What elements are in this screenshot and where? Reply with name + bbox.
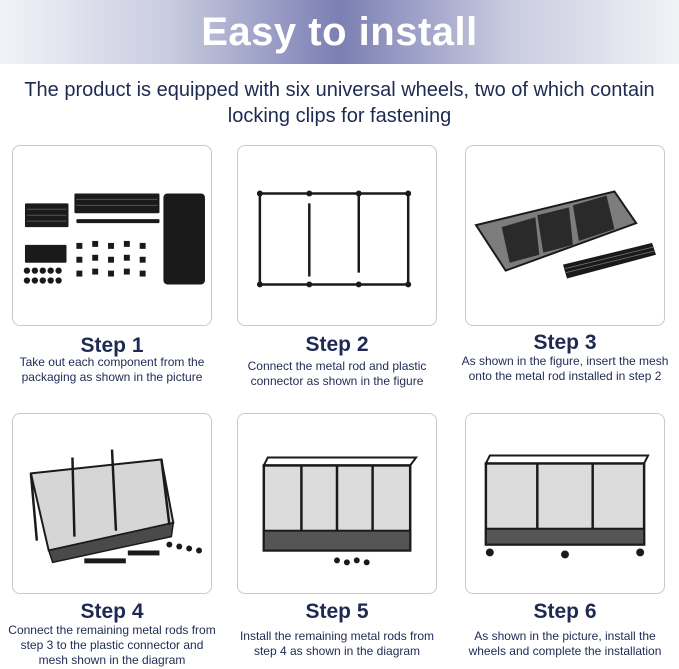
step-6-title: Step 6 (533, 600, 597, 623)
page-title: Easy to install (201, 9, 478, 54)
step-5-title: Step 5 (305, 600, 369, 623)
step-2-title: Step 2 (305, 333, 369, 356)
step-6-description: As shown in the picture, install the whe… (468, 629, 662, 658)
step-3-image (465, 145, 665, 326)
step-4-title: Step 4 (80, 600, 144, 623)
frame-with-mesh-illustration (262, 456, 419, 566)
step-3-title: Step 3 (533, 331, 597, 354)
step-5-image (237, 413, 437, 594)
subtitle: The product is equipped with six univers… (24, 79, 655, 127)
frame-illustration (256, 190, 412, 288)
mesh-illustration (474, 190, 656, 279)
components-illustration (23, 193, 205, 285)
step-1-title: Step 1 (80, 334, 144, 357)
header-banner: Easy to install (0, 0, 679, 64)
step-6-image (465, 413, 665, 594)
step-2-image (237, 145, 437, 326)
partial-assembly-illustration (29, 449, 202, 564)
step-4-description: Connect the remaining metal rods from st… (8, 623, 216, 667)
step-5-description: Install the remaining metal rods from st… (239, 629, 435, 658)
step-2-description: Connect the metal rod and plastic connec… (247, 359, 427, 388)
step-1-image (12, 145, 212, 326)
completed-cart-illustration (484, 454, 650, 559)
step-4-image (12, 413, 212, 594)
step-1-description: Take out each component from the packagi… (19, 355, 205, 384)
step-3-description: As shown in the figure, insert the mesh … (461, 354, 669, 383)
